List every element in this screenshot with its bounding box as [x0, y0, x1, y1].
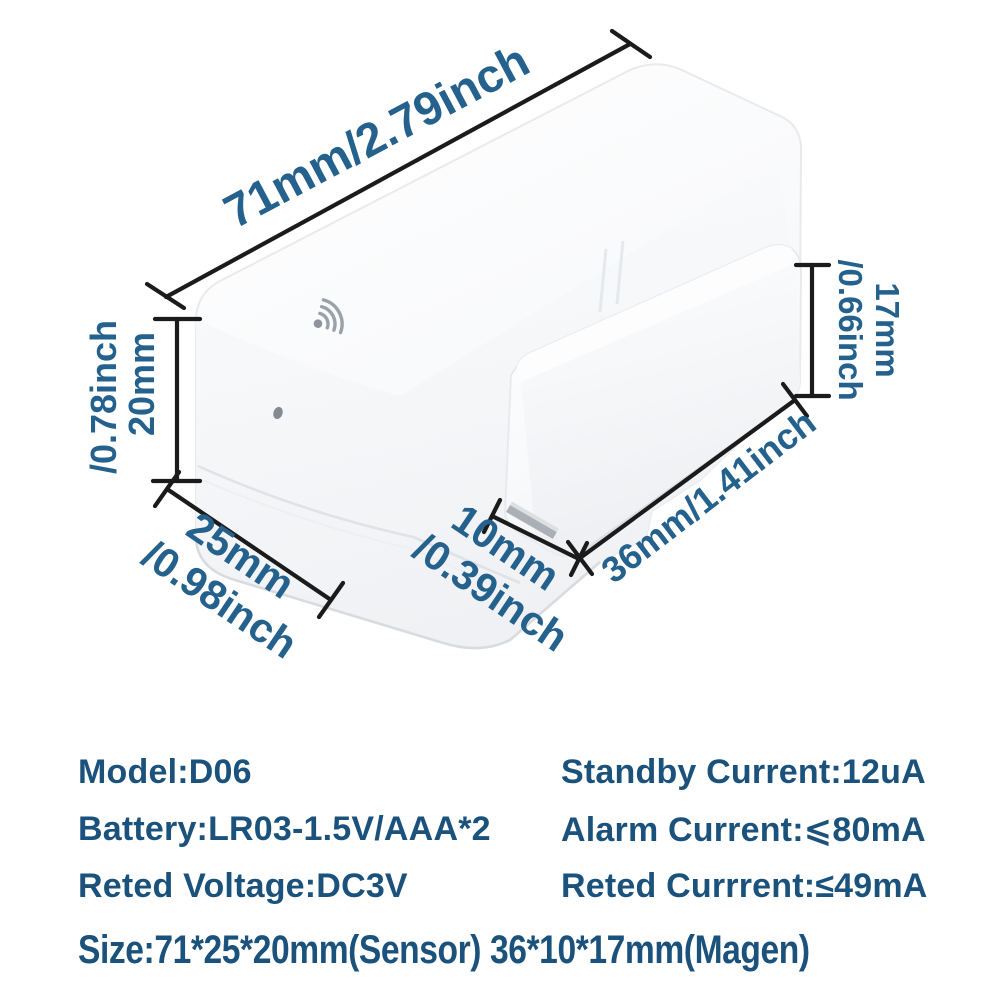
dim-line-71mm: [144, 28, 653, 311]
spec-battery: Battery:LR03-1.5V/AAA*2: [78, 810, 491, 848]
dim-line-20mm: [150, 316, 203, 484]
label-magnet-height-mm: 17mm: [869, 282, 906, 377]
magnet-front-face: [521, 263, 800, 556]
base-bottom-edge: [194, 537, 601, 650]
dimension-lines: [144, 28, 832, 620]
label-sensor-height-mm: 20mm: [121, 332, 162, 436]
led-hole-icon: [273, 406, 283, 420]
spec-model: Model:D06: [78, 753, 252, 791]
spec-alarm-current: Alarm Current:⩽80mA: [561, 811, 926, 849]
label-magnet-height-inch: /0.66inch: [832, 259, 869, 400]
magnet-body: [504, 244, 802, 557]
spec-standby-current: Standby Current:12uA: [561, 753, 926, 791]
magnet-top-face: [517, 245, 796, 382]
sensor-front-face: [194, 162, 800, 649]
base-plate-seam-2: [199, 478, 513, 594]
label-sensor-height-inch: /0.78inch: [83, 320, 124, 474]
dim-line-25mm: [152, 469, 346, 620]
spec-rated-voltage: Reted Voltage:DC3V: [78, 867, 408, 905]
magnet-slot-stripe: [506, 501, 559, 539]
wifi-icon: [313, 298, 344, 335]
dim-line-36mm: [565, 381, 810, 577]
spec-size-line: Size:71*25*20mm(Sensor) 36*10*17mm(Magen…: [78, 928, 810, 972]
spec-rated-current: Reted Currrent:≤49mA: [561, 867, 928, 905]
dim-line-17mm: [793, 262, 832, 399]
case-split-notch: [598, 240, 625, 313]
base-plate-seam: [197, 464, 521, 585]
